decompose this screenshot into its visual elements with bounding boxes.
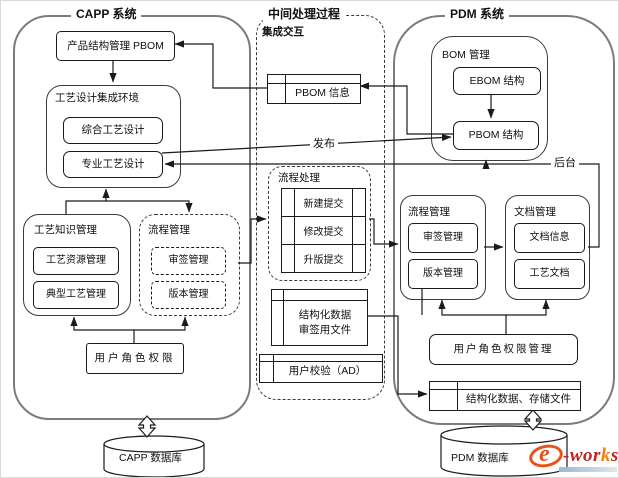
typical-process-box: 典型工艺管理 — [33, 281, 119, 309]
capp-user-role-box: 用户角色权限 — [86, 343, 184, 374]
pdm-title: PDM 系统 — [445, 7, 510, 21]
structured-data-headerline — [272, 300, 367, 301]
logo-dash: - — [563, 445, 570, 466]
pbom-info-divider — [285, 75, 286, 103]
pdm-process-label: 流程管理 — [408, 206, 450, 218]
integration-env-label: 工艺设计集成环境 — [55, 92, 139, 104]
capp-version-box: 版本管理 — [151, 281, 226, 309]
capp-title: CAPP 系统 — [71, 7, 142, 21]
structured-storage-divider — [457, 382, 458, 410]
structured-data-divider — [283, 290, 284, 345]
logo-k: k — [600, 445, 611, 466]
row-new-submit: 新建提交 — [303, 199, 344, 210]
capp-signoff-box: 审签管理 — [151, 247, 226, 275]
pbom-info-headerline — [268, 83, 360, 84]
user-verify-headerline — [260, 361, 382, 362]
backstage-label: 后台 — [551, 157, 579, 170]
process-doc-box: 工艺文档 — [514, 259, 585, 289]
special-process-design-box: 专业工艺设计 — [63, 151, 163, 178]
integration-exchange-label: 集成交互 — [262, 26, 304, 38]
pbom-info-box: PBOM 信息 — [267, 74, 361, 104]
structured-storage-headerline — [430, 389, 580, 390]
product-structure-pbom-box: 产品结构管理 PBOM — [56, 31, 175, 61]
doc-info-box: 文档信息 — [514, 223, 585, 253]
logo-wor: wor — [569, 445, 601, 466]
general-process-design-box: 综合工艺设计 — [63, 117, 163, 144]
knowledge-label: 工艺知识管理 — [34, 224, 97, 236]
capp-database-label: CAPP 数据库 — [119, 452, 182, 464]
user-verify-text: 用户校验（AD） — [288, 365, 367, 377]
flow-handling-label: 流程处理 — [278, 172, 320, 184]
flow-handling-table: 新建提交 修改提交 升版提交 — [281, 188, 366, 273]
eworks-logo-underline — [559, 467, 617, 472]
structured-storage-text: 结构化数据、存储文件 — [466, 393, 571, 405]
pdm-version-box: 版本管理 — [408, 259, 478, 289]
middle-title: 中间处理过程 — [263, 7, 346, 21]
pdm-user-role-box: 用户角色权限管理 — [429, 334, 578, 365]
doc-mgmt-label: 文档管理 — [514, 206, 556, 218]
logo-s: s — [610, 445, 619, 466]
process-resource-box: 工艺资源管理 — [33, 247, 119, 275]
bom-mgmt-label: BOM 管理 — [442, 49, 490, 61]
structured-storage-box: 结构化数据、存储文件 — [429, 381, 581, 411]
publish-label: 发布 — [310, 138, 338, 151]
row-upgrade-submit: 升版提交 — [303, 255, 344, 266]
structured-data-line1: 结构化数据 — [298, 308, 352, 321]
pdm-database-label: PDM 数据库 — [451, 452, 509, 464]
pdm-signoff-box: 审签管理 — [408, 223, 478, 253]
structured-data-line2: 审签用文件 — [298, 323, 352, 336]
eworks-logo: e -works — [527, 439, 619, 477]
knowledge-container — [23, 214, 131, 316]
row-modify-submit: 修改提交 — [303, 227, 344, 238]
eworks-logo-e: e — [539, 441, 550, 467]
ebom-structure-box: EBOM 结构 — [453, 67, 541, 95]
capp-process-label: 流程管理 — [148, 224, 190, 236]
user-verify-divider — [273, 355, 274, 382]
pbom-info-text: PBOM 信息 — [295, 86, 350, 99]
eworks-logo-text: -works — [563, 445, 619, 467]
pbom-structure-box: PBOM 结构 — [453, 121, 539, 150]
user-verify-box: 用户校验（AD） — [259, 354, 383, 383]
structured-data-box: 结构化数据 审签用文件 — [271, 289, 368, 346]
